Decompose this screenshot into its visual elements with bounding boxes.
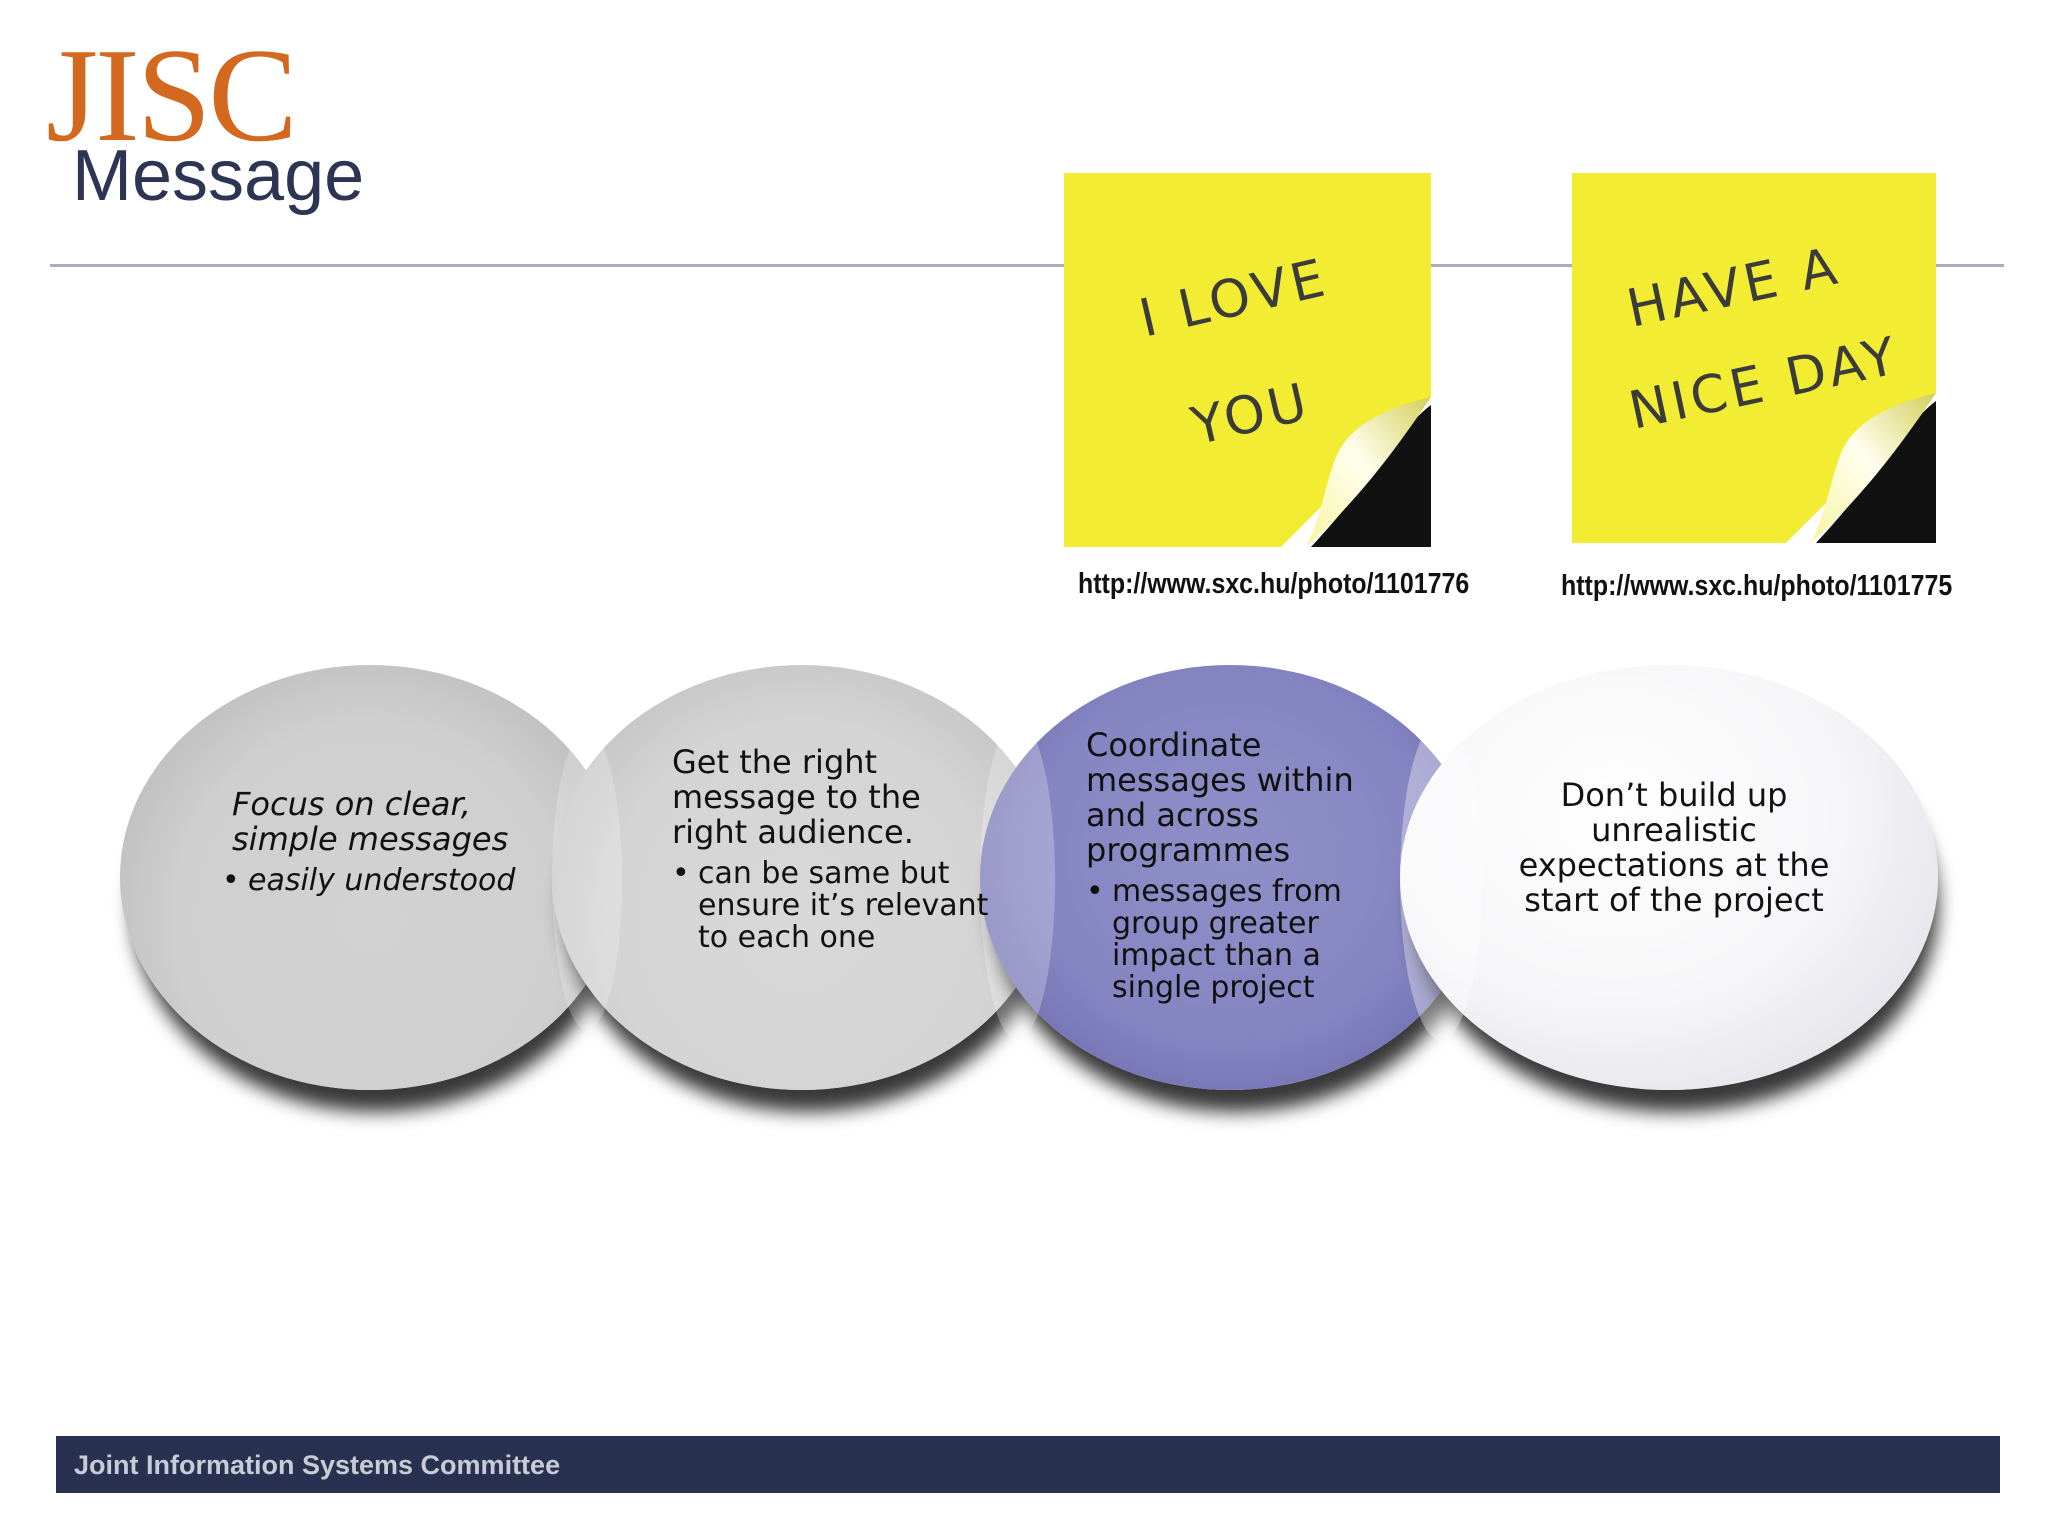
circle-4-text: Don’t build up unrealistic expectations …	[1514, 778, 1834, 918]
circle-bullet: messages from group greater impact than …	[1086, 876, 1416, 1004]
sticky-note-line: HAVE A	[1622, 236, 1846, 340]
circle-2-text: Get the right message to the right audie…	[672, 745, 1002, 954]
page-curl-icon	[1281, 397, 1431, 547]
circle-bullet: can be same but ensure it’s relevant to …	[672, 858, 1002, 954]
circle-heading: Get the right message to the right audie…	[672, 743, 921, 851]
jisc-logo: JISC	[46, 21, 298, 169]
photo-credit-link[interactable]: http://www.sxc.hu/photo/1101776	[1078, 568, 1470, 600]
slide-title: Message	[72, 136, 365, 216]
footer-bar: Joint Information Systems Committee	[56, 1436, 2000, 1493]
circle-heading: Don’t build up unrealistic expectations …	[1518, 776, 1830, 919]
sticky-note-line: I LOVE	[1134, 247, 1335, 350]
circle-heading: Coordinate messages within and across pr…	[1086, 726, 1354, 869]
circle-3-text: Coordinate messages within and across pr…	[1086, 728, 1416, 1004]
footer-text: Joint Information Systems Committee	[74, 1450, 561, 1480]
page-curl-icon	[1786, 393, 1936, 543]
title-divider	[50, 264, 2004, 267]
sticky-note-i-love-you: I LOVE YOU	[1064, 173, 1431, 547]
photo-credit-link[interactable]: http://www.sxc.hu/photo/1101775	[1561, 570, 1953, 602]
message-circle-4	[1400, 665, 1938, 1090]
circle-1-text: Focus on clear, simple messages easily u…	[222, 785, 552, 898]
circle-heading: Focus on clear, simple messages	[232, 785, 509, 858]
circle-bullet: easily understood	[222, 865, 552, 898]
circle-overlap	[552, 730, 622, 1030]
sticky-note-have-a-nice-day: HAVE A NICE DAY	[1572, 173, 1936, 543]
